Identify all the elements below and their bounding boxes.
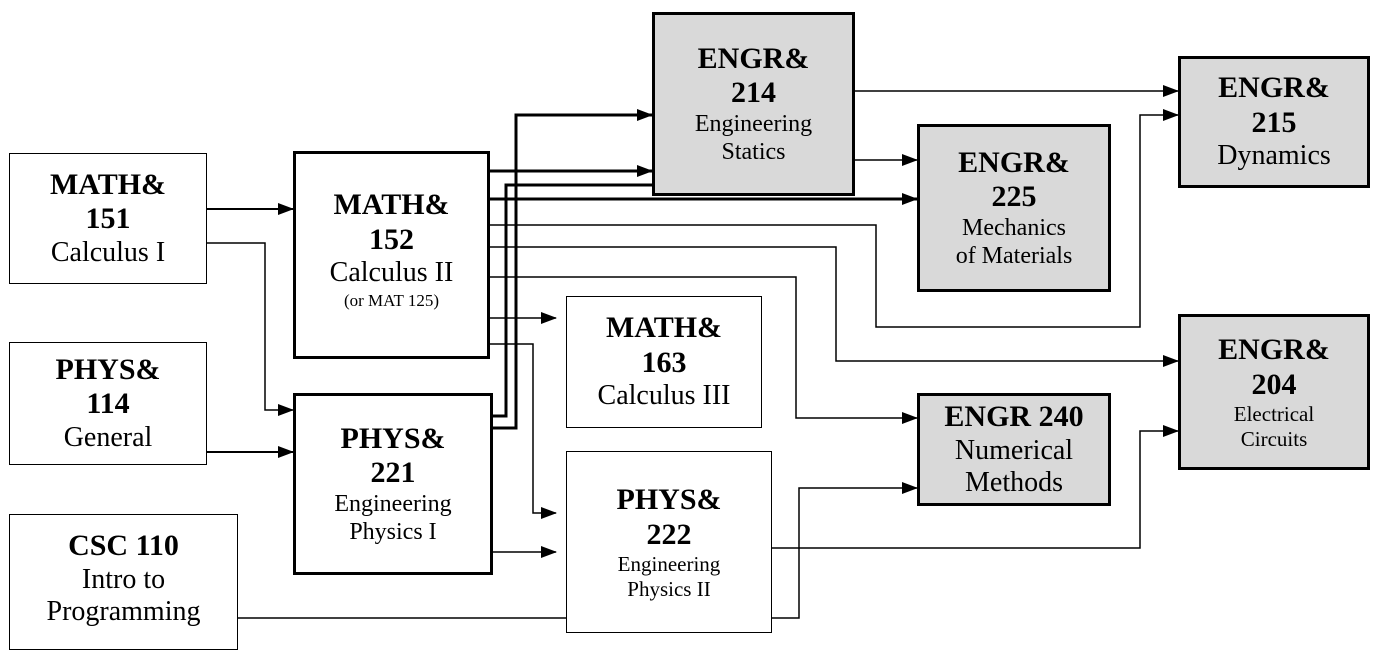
- arrow-phys221-to-engr225: [493, 183, 690, 418]
- course-box-engr225: ENGR& 225 Mechanics of Materials: [917, 124, 1111, 292]
- arrow-csc110-to-engr240: [238, 482, 918, 619]
- arrow-math152-to-engr204: [490, 246, 1179, 367]
- course-title-line2: Physics I: [349, 518, 437, 545]
- course-title-line1: Electrical: [1233, 402, 1315, 427]
- course-title-line1: Engineering: [694, 110, 813, 137]
- course-title-line1: Mechanics: [962, 214, 1066, 241]
- course-code-line2: 152: [369, 222, 414, 256]
- course-title-line1: Intro to: [81, 563, 166, 595]
- course-code-line1: ENGR&: [1218, 333, 1330, 367]
- arrow-math152-to-engr215: [490, 109, 1179, 328]
- course-title-line2: Circuits: [1240, 426, 1308, 451]
- course-code-line1: ENGR&: [958, 145, 1070, 179]
- course-title-line2: Physics II: [627, 576, 711, 601]
- course-box-engr214: ENGR& 214 Engineering Statics: [652, 12, 855, 196]
- course-code-line2: 163: [641, 345, 687, 379]
- course-title-line1: Engineering: [334, 490, 452, 517]
- course-title-line2: Statics: [721, 138, 786, 165]
- course-title: Calculus III: [597, 380, 731, 412]
- course-code: CSC 110: [68, 529, 179, 562]
- course-title-line2: Methods: [965, 466, 1063, 498]
- course-title: General: [63, 421, 153, 453]
- arrow-math152-to-phys222: [490, 343, 557, 519]
- course-title-line1: Engineering: [617, 552, 721, 577]
- course-title: Calculus I: [50, 236, 166, 268]
- course-code-line2: 114: [86, 387, 130, 421]
- course-code-line1: ENGR&: [697, 41, 810, 75]
- course-code-line1: MATH&: [49, 167, 167, 201]
- course-code-line1: ENGR&: [1218, 71, 1330, 105]
- arrow-math152-to-engr240: [490, 276, 918, 424]
- course-box-engr215: ENGR& 215 Dynamics: [1178, 56, 1370, 188]
- course-code-line2: 225: [991, 180, 1037, 214]
- course-box-engr240: ENGR 240 Numerical Methods: [917, 393, 1111, 506]
- course-code-line2: 204: [1251, 367, 1297, 401]
- course-title-line1: Numerical: [954, 434, 1074, 466]
- course-title: Dynamics: [1217, 140, 1331, 172]
- course-note: (or MAT 125): [343, 291, 440, 311]
- course-box-math163: MATH& 163 Calculus III: [566, 296, 762, 428]
- course-code-line2: 215: [1251, 105, 1297, 139]
- course-code-line2: 151: [85, 202, 131, 236]
- course-box-phys222: PHYS& 222 Engineering Physics II: [566, 451, 772, 633]
- course-title: Calculus II: [329, 257, 454, 288]
- course-code-line1: PHYS&: [55, 352, 161, 386]
- course-code-line2: 214: [731, 76, 776, 110]
- course-box-csc110: CSC 110 Intro to Programming: [9, 514, 238, 650]
- course-code-line1: PHYS&: [616, 483, 722, 517]
- course-title-line2: Programming: [46, 595, 201, 627]
- course-title-line2: of Materials: [955, 242, 1073, 269]
- course-code-line1: MATH&: [605, 311, 723, 345]
- course-code-line1: MATH&: [333, 188, 450, 221]
- course-box-phys221: PHYS& 221 Engineering Physics I: [293, 393, 493, 575]
- course-box-phys114: PHYS& 114 General: [9, 342, 207, 465]
- course-code: ENGR 240: [944, 400, 1084, 434]
- arrow-phys221-to-engr214-a: [493, 109, 653, 430]
- course-box-math151: MATH& 151 Calculus I: [9, 153, 207, 284]
- course-code-line2: 222: [646, 517, 692, 551]
- arrow-math151-to-phys221: [207, 242, 294, 416]
- course-box-engr204: ENGR& 204 Electrical Circuits: [1178, 314, 1370, 470]
- arrow-phys222-to-engr204: [772, 425, 1179, 549]
- course-box-math152: MATH& 152 Calculus II (or MAT 125): [293, 151, 490, 359]
- course-code-line1: PHYS&: [340, 421, 446, 455]
- course-code-line2: 221: [370, 456, 416, 490]
